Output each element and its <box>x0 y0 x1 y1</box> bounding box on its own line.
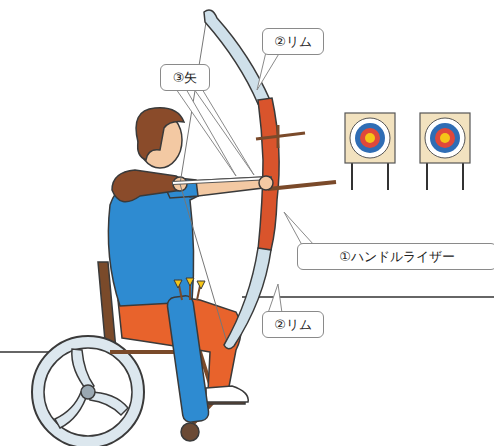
callout-tail <box>268 284 282 313</box>
callout-tail <box>194 89 254 175</box>
callout-box: ②リム <box>262 311 324 338</box>
bow <box>172 10 336 349</box>
target-ring <box>355 123 385 153</box>
target-board <box>345 113 395 163</box>
callout-box: ②リム <box>262 28 324 55</box>
callout-text: ②リム <box>274 316 312 333</box>
target-board <box>420 113 470 163</box>
target-ring <box>435 128 455 148</box>
arrow-shaft <box>172 178 272 183</box>
target-ring <box>440 133 450 143</box>
target <box>420 113 470 190</box>
target <box>345 113 395 190</box>
handle-riser <box>258 98 279 250</box>
arrow-shaft <box>173 178 271 183</box>
callout-box: ③矢 <box>160 64 210 91</box>
drawing-arm <box>112 170 183 202</box>
caster-wheel <box>181 423 199 441</box>
quiver <box>166 295 209 423</box>
callout-tail <box>284 212 314 245</box>
callout-box: ①ハンドルライザー <box>297 243 494 270</box>
sight-bar <box>256 133 305 139</box>
wheel-inner <box>44 348 132 436</box>
stabilizer <box>268 182 336 189</box>
callout-text: ②リム <box>274 33 312 50</box>
target-leg <box>351 160 353 190</box>
target-ring <box>365 133 375 143</box>
wheel-hub <box>81 385 95 399</box>
callout-text: ③矢 <box>173 69 198 86</box>
target-ring <box>430 123 460 153</box>
hair <box>136 108 184 160</box>
target-leg <box>387 160 389 190</box>
target-leg <box>462 160 464 190</box>
target-ring <box>425 118 465 158</box>
shoe <box>206 386 248 402</box>
target-ring <box>360 128 380 148</box>
target-ring <box>350 118 390 158</box>
upper-limb <box>204 10 270 104</box>
callout-tails <box>176 52 314 313</box>
fletching <box>174 278 205 289</box>
callout-text: ①ハンドルライザー <box>339 248 455 265</box>
sight-pin <box>277 125 280 148</box>
target-leg <box>426 160 428 190</box>
callout-tail <box>257 52 280 90</box>
bow-hand <box>259 176 273 190</box>
